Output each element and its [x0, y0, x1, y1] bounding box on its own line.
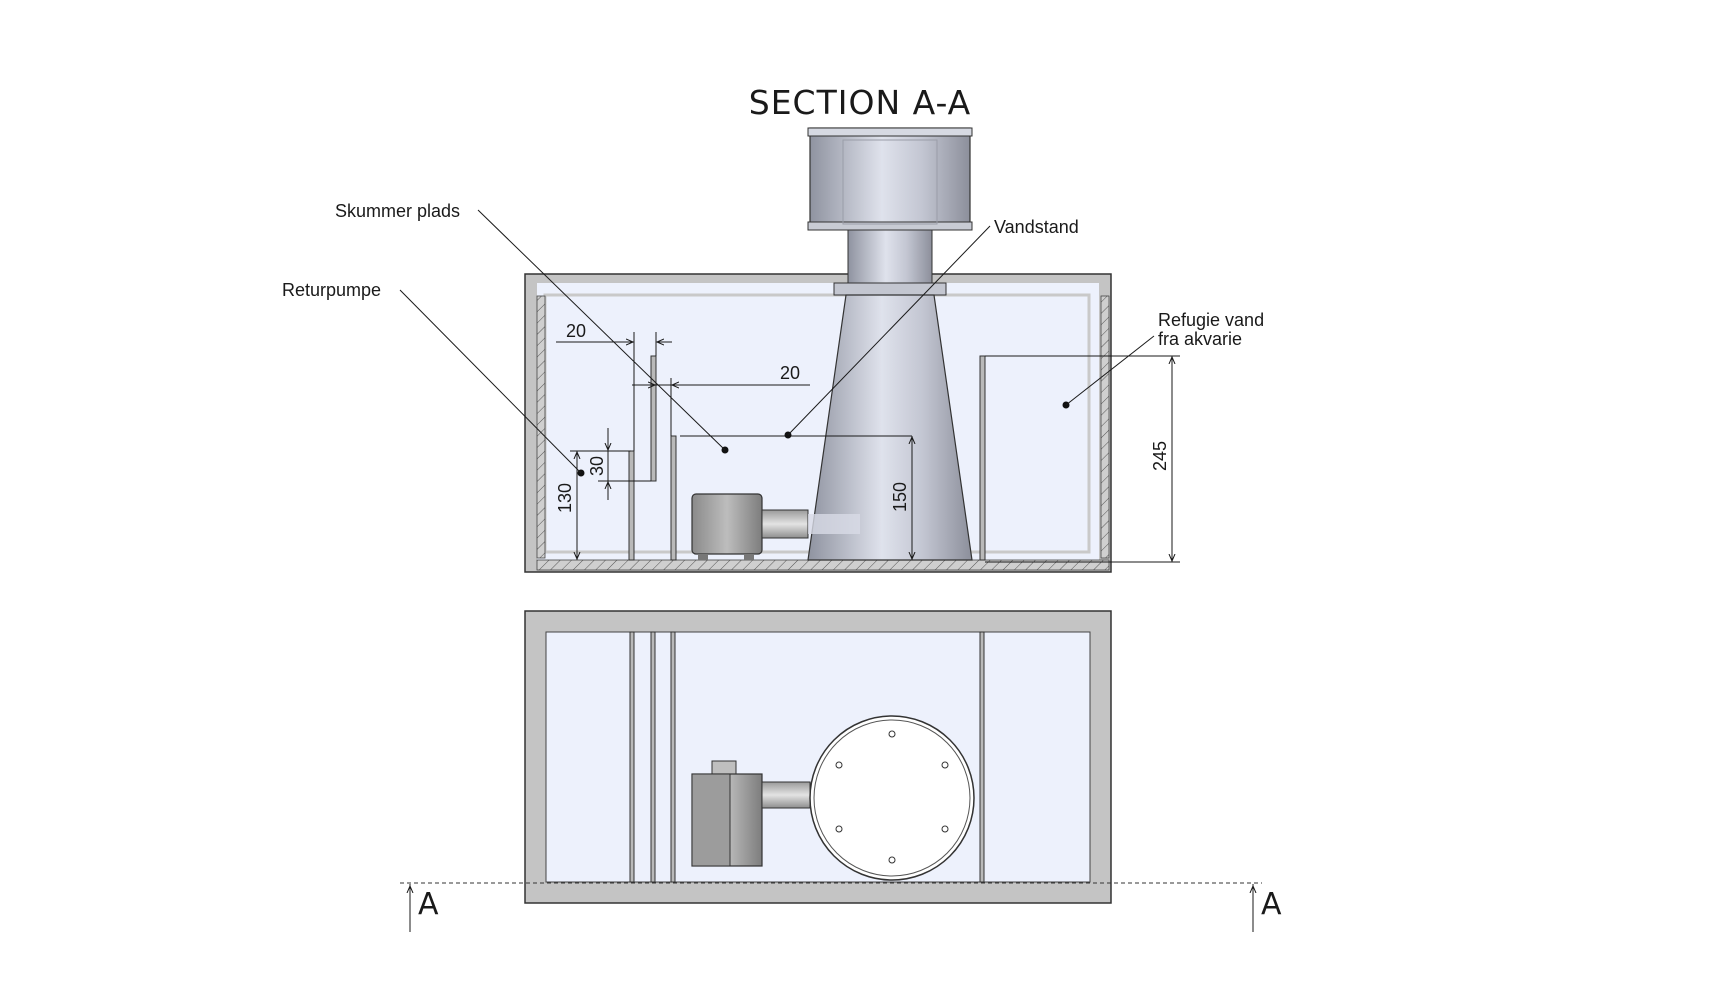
label-refugium-line1: Refugie vand	[1158, 310, 1264, 330]
label-skimmer: Skummer plads	[335, 201, 460, 221]
section-marker-left: A	[418, 887, 439, 922]
baffle-refugium	[979, 355, 986, 561]
dim-30-label: 30	[587, 456, 607, 476]
label-water-level: Vandstand	[994, 217, 1079, 237]
bolt-3	[941, 825, 949, 833]
skimmer-top-inner	[813, 719, 971, 877]
section-title: SECTION A-A	[749, 83, 972, 122]
baffle-skimmer-in	[670, 435, 677, 561]
pump-pipe	[761, 509, 809, 539]
top-view: A A	[400, 610, 1282, 932]
pump-top-pipe	[761, 781, 811, 809]
dim-150-label: 150	[890, 482, 910, 512]
leader-skimmer	[477, 209, 726, 451]
dim-130-label: 130	[555, 483, 575, 513]
top-baffle-1	[629, 631, 635, 883]
leader-water-level	[787, 225, 991, 436]
leader-refugium	[1065, 335, 1155, 406]
top-baffle-4	[979, 631, 985, 883]
top-baffle-2	[650, 631, 656, 883]
pump-top-side	[691, 773, 731, 867]
pump-body	[691, 493, 763, 555]
skimmer-top-circle	[809, 715, 975, 881]
skimmer-cup	[809, 127, 971, 229]
bolt-6	[835, 761, 843, 769]
pump-pipe-inside	[808, 514, 860, 534]
section-view: 20 20 30 130 150 245 Skummer plads Retur…	[282, 127, 1264, 573]
baffle-return-low	[628, 450, 635, 561]
top-view-water	[545, 631, 1091, 883]
skimmer-cup-rim	[807, 127, 973, 137]
leader-return-pump	[399, 289, 582, 474]
label-return-pump: Returpumpe	[282, 280, 381, 300]
skimmer-cup-inner	[842, 139, 938, 225]
pump-top-outlet	[711, 760, 737, 776]
bolt-2	[941, 761, 949, 769]
bolt-4	[888, 856, 896, 864]
bolt-1	[888, 730, 896, 738]
section-marker-right: A	[1261, 887, 1282, 922]
pump-foot-right	[744, 554, 754, 560]
pump-foot-left	[698, 554, 708, 560]
bolt-5	[835, 825, 843, 833]
dim-20-mid-label: 20	[780, 363, 800, 383]
baffle-return-high	[650, 355, 657, 482]
right-wall-hatch	[1100, 295, 1110, 559]
dim-245-label: 245	[1150, 441, 1170, 471]
dim-20-top-label: 20	[566, 321, 586, 341]
label-refugium-line2: fra akvarie	[1158, 329, 1242, 349]
top-baffle-3	[670, 631, 676, 883]
skimmer-neck	[847, 229, 933, 287]
left-wall-hatch	[536, 295, 546, 559]
skimmer-cup-base	[807, 221, 973, 231]
skimmer-cone	[807, 294, 973, 561]
